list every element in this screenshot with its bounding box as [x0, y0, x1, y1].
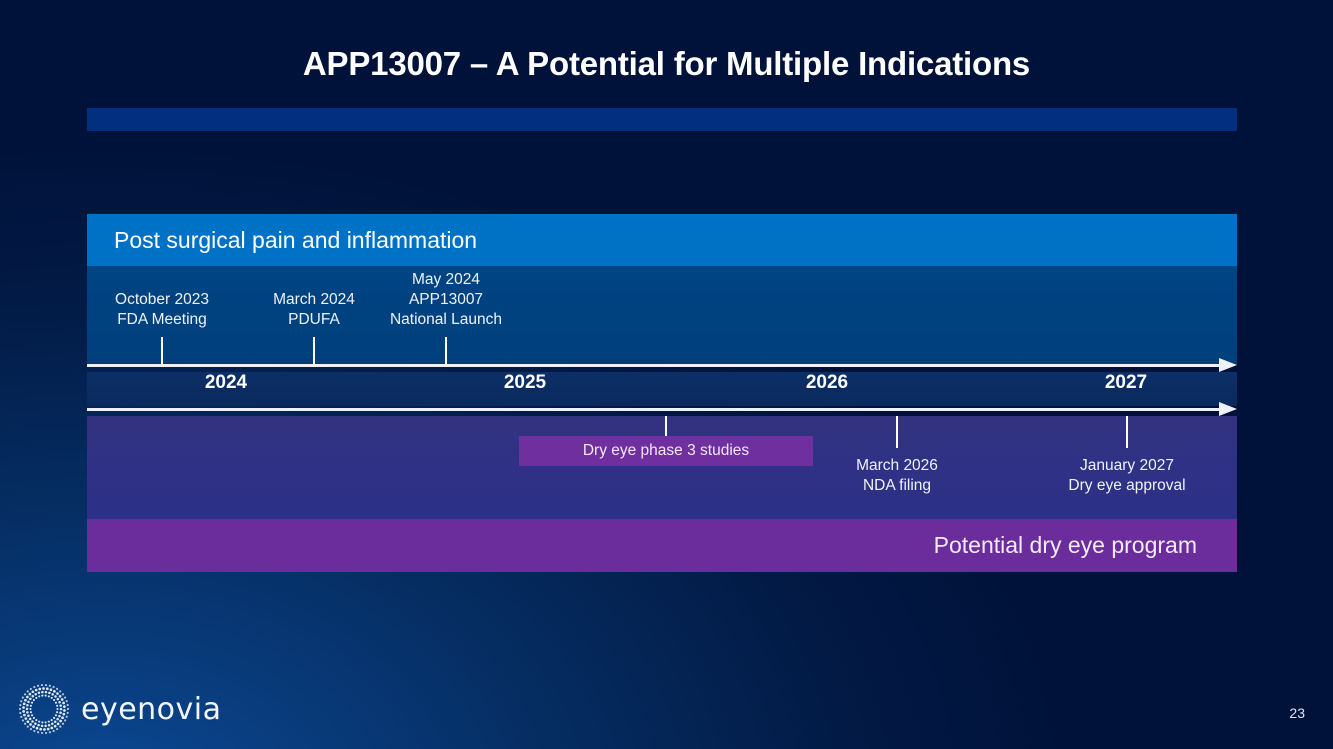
logo-wordmark: eyenovia	[81, 691, 222, 727]
tick-march-2026	[896, 416, 898, 448]
milestone-line: May 2024	[411, 271, 481, 288]
milestone-line: APP13007	[408, 291, 484, 308]
milestone-line: March 2024	[273, 291, 355, 308]
milestone-line: FDA Meeting	[117, 311, 207, 328]
milestone-line: March 2026	[856, 457, 938, 474]
upper-timeline-axis	[87, 358, 1237, 372]
page-number: 23	[1289, 705, 1305, 721]
milestone-may-2024: May 2024 APP13007 National Launch	[390, 270, 502, 330]
page-title: APP13007 – A Potential for Multiple Indi…	[302, 45, 1031, 82]
lower-program-body: Dry eye phase 3 studies March 2026 NDA f…	[87, 416, 1237, 519]
upper-program-label: Post surgical pain and inflammation	[114, 227, 478, 253]
lower-program-footer: Potential dry eye program	[87, 519, 1237, 572]
dry-eye-phase3-bar: Dry eye phase 3 studies	[519, 436, 813, 466]
year-label-2024: 2024	[204, 372, 248, 393]
milestone-march-2024: March 2024 PDUFA	[273, 290, 355, 330]
tick-march-2024	[313, 337, 315, 365]
upper-program-body: October 2023 FDA Meeting March 2024 PDUF…	[87, 266, 1237, 365]
milestone-march-2026: March 2026 NDA filing	[856, 456, 938, 496]
axis-line	[87, 408, 1219, 411]
eyenovia-logo: eyenovia	[16, 681, 222, 737]
year-axis-strip: 2024 2025 2026 2027	[87, 372, 1237, 406]
milestone-october-2023: October 2023 FDA Meeting	[115, 290, 209, 330]
milestone-line: Dry eye approval	[1068, 477, 1186, 494]
axis-arrowhead-icon	[1219, 402, 1237, 416]
lower-timeline-axis	[87, 402, 1237, 416]
milestone-line: October 2023	[115, 291, 209, 308]
milestone-line: National Launch	[389, 311, 503, 328]
milestone-line: January 2027	[1080, 457, 1174, 474]
tick-may-2024	[445, 337, 447, 365]
tick-january-2027	[1126, 416, 1128, 448]
year-label-2027: 2027	[1104, 372, 1148, 393]
milestone-line: PDUFA	[288, 311, 340, 328]
milestone-january-2027: January 2027 Dry eye approval	[1068, 456, 1185, 496]
milestone-line: NDA filing	[862, 477, 932, 494]
tick-phase3-start	[665, 416, 667, 440]
axis-arrowhead-icon	[1219, 358, 1237, 372]
lower-program-label: Potential dry eye program	[933, 532, 1197, 558]
year-label-2026: 2026	[805, 372, 849, 393]
upper-program-header: Post surgical pain and inflammation	[87, 214, 1237, 266]
tick-october-2023	[161, 337, 163, 365]
eyenovia-ring-icon	[16, 681, 72, 737]
title-accent-bar	[87, 108, 1237, 131]
axis-line	[87, 364, 1219, 367]
year-label-2025: 2025	[503, 372, 547, 393]
